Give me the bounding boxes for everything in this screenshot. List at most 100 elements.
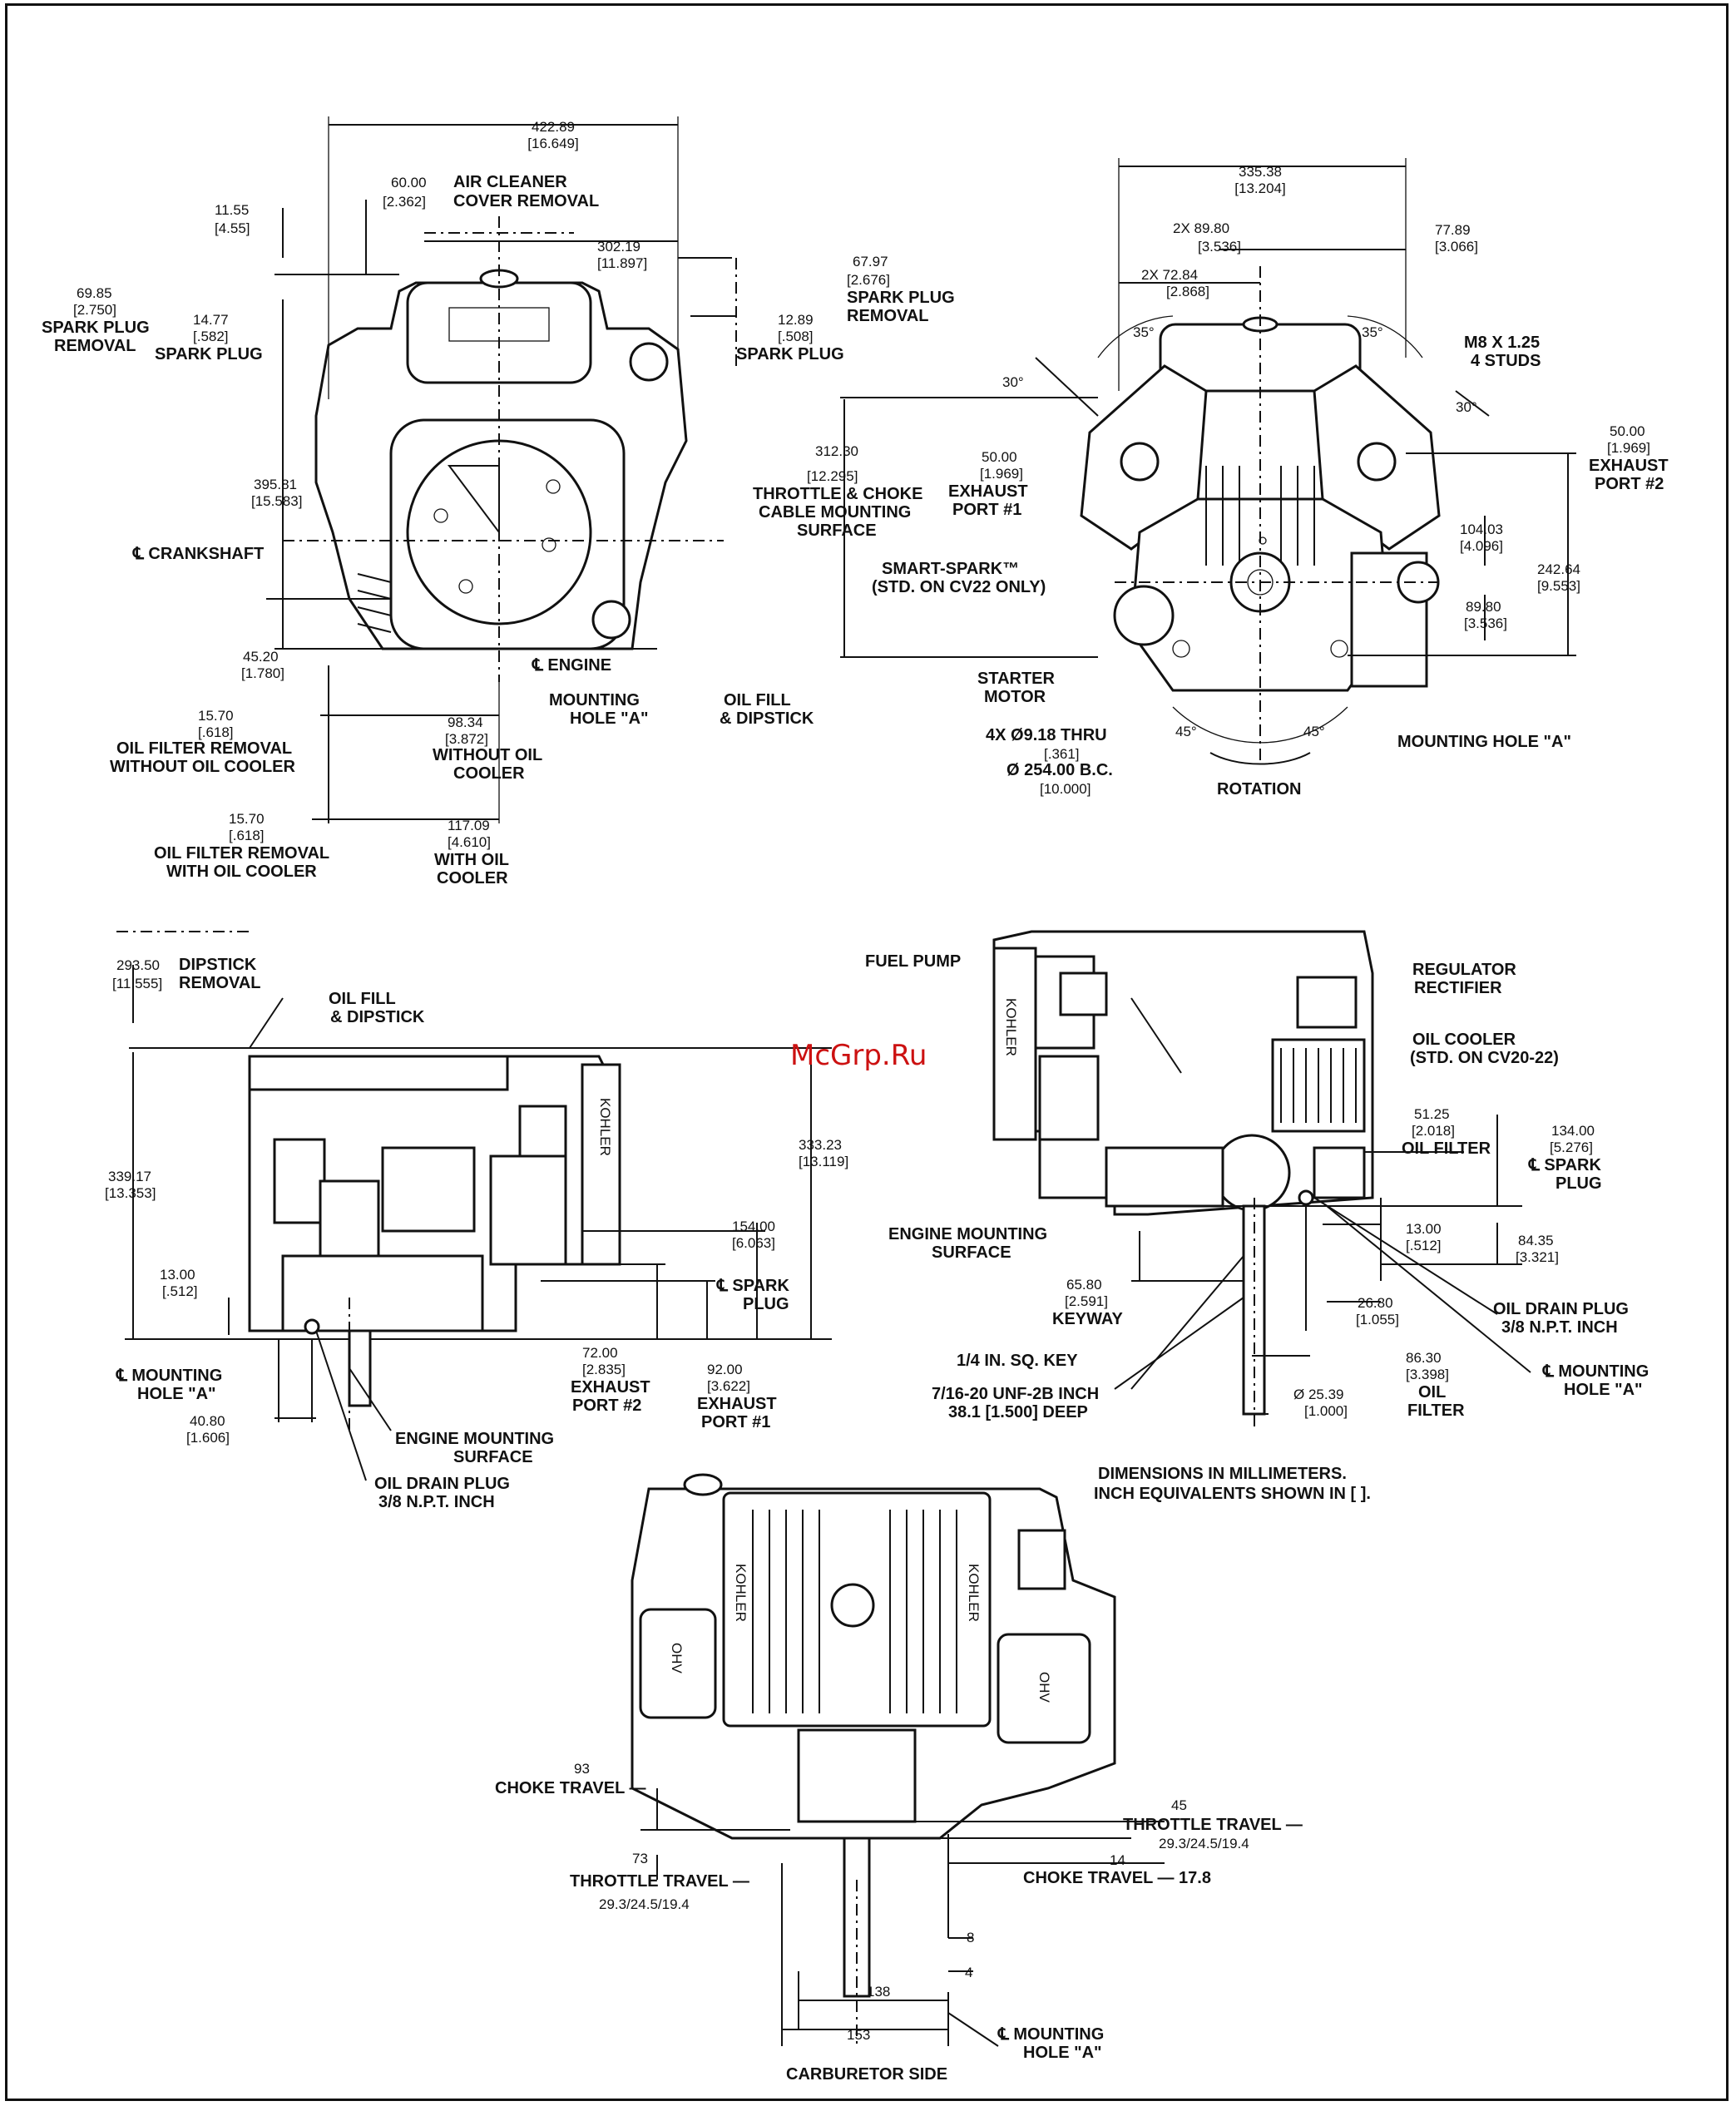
- slv-ems1: ENGINE MOUNTING: [395, 1430, 554, 1448]
- tv-a45r: 45°: [1303, 724, 1325, 739]
- fv-d3: 302.19: [597, 239, 640, 255]
- slv-d6i: [2.835]: [582, 1362, 626, 1377]
- tv-holes4: [10.000]: [1040, 781, 1091, 797]
- cv-d5: 8: [967, 1930, 974, 1945]
- fv-air-mm: 60.00: [391, 175, 427, 190]
- srv-thread2: 38.1 [1.500] DEEP: [948, 1403, 1088, 1421]
- srv-d8i: [1.000]: [1304, 1403, 1348, 1419]
- slv-brand: KOHLER: [597, 1098, 613, 1156]
- srv-d2a: ℄ SPARK: [1528, 1156, 1601, 1174]
- fv-d5a: SPARK PLUG: [42, 319, 150, 337]
- srv-d7i: [3.398]: [1406, 1367, 1449, 1382]
- slv-d6b: PORT #2: [572, 1397, 641, 1415]
- srv-key: 1/4 IN. SQ. KEY: [957, 1352, 1078, 1370]
- tv-d5: 312.30: [815, 443, 858, 459]
- tv-mount: MOUNTING HOLE "A": [1397, 733, 1571, 751]
- slv-air-cleaner: [248, 1055, 509, 1091]
- fv-d1i: [16.649]: [527, 136, 578, 151]
- fv-d12a: WITHOUT OIL: [433, 746, 542, 764]
- tv-ex2b: PORT #2: [1595, 475, 1664, 493]
- srv-d5: 65.80: [1066, 1277, 1102, 1293]
- srv-d3i: [.512]: [1406, 1238, 1442, 1253]
- srv-mount2: HOLE "A": [1564, 1381, 1643, 1399]
- srv-thread1: 7/16-20 UNF-2B INCH: [932, 1385, 1099, 1403]
- fv-d13i: [.618]: [229, 828, 265, 843]
- fv-d4i: [4.55]: [215, 220, 250, 236]
- srv-fuel: FUEL PUMP: [865, 952, 961, 971]
- top-view: [840, 158, 1576, 765]
- tv-holes2: [.361]: [1044, 746, 1080, 762]
- slv-d7: 92.00: [707, 1362, 743, 1377]
- srv-d7: 86.30: [1406, 1350, 1442, 1366]
- slv-oil1: OIL FILL: [329, 990, 396, 1008]
- tv-d1: 335.38: [1239, 164, 1282, 180]
- fv-d11: 15.70: [198, 708, 234, 724]
- fv-d7b: REMOVAL: [847, 307, 929, 325]
- cv-logo: [830, 1583, 875, 1628]
- slv-d6: 72.00: [582, 1345, 618, 1361]
- fv-d1: 422.89: [532, 119, 575, 135]
- tv-d6: 104.03: [1460, 522, 1503, 537]
- cv-carburetor: [797, 1728, 917, 1823]
- slv-carb: [381, 1146, 476, 1233]
- fv-oil1: OIL FILL: [724, 691, 791, 709]
- tv-a30l: 30°: [1002, 374, 1024, 390]
- cv-brand-left: KOHLER: [733, 1564, 749, 1622]
- carb-view-labels: 93 CHOKE TRAVEL — 73 THROTTLE TRAVEL — 2…: [495, 1761, 1303, 2084]
- note-line2: INCH EQUIVALENTS SHOWN IN [ ].: [1094, 1485, 1371, 1503]
- cv-brand-right: KOHLER: [966, 1564, 982, 1622]
- tv-d7: 242.64: [1537, 561, 1580, 577]
- fv-d6a: SPARK PLUG: [155, 345, 263, 363]
- slv-d7a: EXHAUST: [697, 1395, 777, 1413]
- srv-carb: [1038, 1055, 1100, 1141]
- srv-d3: 13.00: [1406, 1221, 1442, 1237]
- tv-smart1: SMART-SPARK™: [882, 560, 1019, 578]
- fv-d8i: [.508]: [778, 329, 814, 344]
- cv-d4: 14: [1110, 1852, 1125, 1868]
- srv-d2b: PLUG: [1555, 1174, 1602, 1193]
- fv-d4: 11.55: [215, 202, 249, 218]
- fv-d5b: REMOVAL: [54, 337, 136, 355]
- slv-oil2: & DIPSTICK: [330, 1008, 425, 1026]
- srv-d1i: [2.018]: [1412, 1123, 1455, 1139]
- srv-d1a: OIL FILTER: [1402, 1140, 1491, 1158]
- srv-d8: Ø 25.39: [1293, 1387, 1344, 1402]
- cv-ohv-left: OHV: [669, 1643, 685, 1674]
- tv-a30r: 30°: [1456, 399, 1477, 415]
- side-view-right-labels: FUEL PUMP REGULATOR RECTIFIER OIL COOLER…: [865, 952, 1649, 1421]
- fv-mount1: MOUNTING: [549, 691, 640, 709]
- cv-d4a: CHOKE TRAVEL — 17.8: [1023, 1869, 1211, 1887]
- srv-d2: 134.00: [1551, 1123, 1595, 1139]
- fv-crank: ℄ CRANKSHAFT: [132, 545, 264, 563]
- fv-air-l1: AIR CLEANER: [453, 173, 567, 191]
- side-view-right: KOHLER: [992, 930, 1531, 1431]
- tv-ex1a: EXHAUST: [948, 482, 1028, 501]
- fv-d10i: [1.780]: [241, 665, 284, 681]
- slv-d3i: [13.119]: [799, 1154, 848, 1169]
- top-view-labels: 335.38 [13.204] 2X 89.80 [3.536] 77.89 […: [753, 164, 1669, 798]
- cv-d6: 4: [965, 1965, 972, 1980]
- fv-d6i: [.582]: [193, 329, 229, 344]
- srv-d5a: KEYWAY: [1052, 1310, 1124, 1328]
- srv-cool2: (STD. ON CV20-22): [1410, 1049, 1559, 1067]
- slv-d3: 333.23: [799, 1137, 842, 1153]
- tv-ex1i: [1.969]: [980, 466, 1023, 482]
- slv-d1b: REMOVAL: [179, 974, 261, 992]
- tv-holes1: 4X Ø9.18 THRU: [986, 726, 1107, 744]
- fv-engine: ℄ ENGINE: [532, 656, 611, 675]
- fv-d13: 15.70: [229, 811, 265, 827]
- srv-mount1: ℄ MOUNTING: [1542, 1362, 1649, 1381]
- cv-carb: CARBURETOR SIDE: [786, 2065, 947, 2084]
- fv-d9i: [15.583]: [251, 493, 302, 509]
- srv-fuel-pump: [1059, 971, 1108, 1016]
- tv-a45l: 45°: [1175, 724, 1197, 739]
- fv-d7: 67.97: [853, 254, 888, 269]
- slv-blower-housing: [581, 1063, 621, 1266]
- srv-d7b: FILTER: [1407, 1402, 1465, 1420]
- cv-d3: 45: [1171, 1797, 1187, 1813]
- fv-oil2: & DIPSTICK: [720, 709, 814, 728]
- cv-d1a: CHOKE TRAVEL —: [495, 1779, 646, 1797]
- slv-d4: 154.00: [732, 1219, 775, 1234]
- cv-mount1: ℄ MOUNTING: [997, 2025, 1104, 2044]
- front-view: [266, 116, 737, 823]
